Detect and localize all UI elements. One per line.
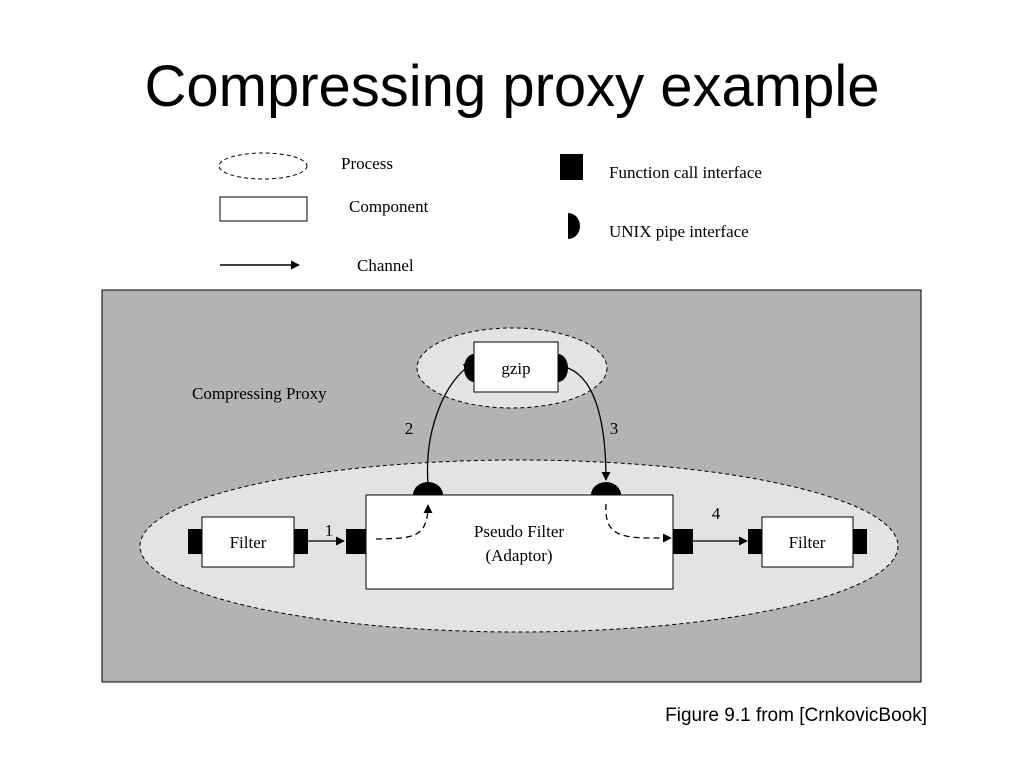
channel-label-2: 2: [405, 419, 414, 438]
pseudo-filter-output-port-icon: [673, 529, 693, 554]
channel-2-arrow: [426, 363, 473, 485]
gzip-label: gzip: [501, 359, 530, 378]
legend: Process Component Channel Function call …: [218, 152, 762, 275]
gzip-component: [473, 341, 559, 393]
system-label: Compressing Proxy: [192, 384, 327, 403]
pseudo-filter-label-line2: (Adaptor): [485, 546, 552, 565]
pseudo-filter-pipe-out-icon: [413, 482, 443, 495]
right-filter-component: [761, 516, 854, 568]
right-filter-output-port-icon: [853, 529, 867, 554]
pseudo-filter-component: [365, 494, 674, 590]
slide-title: Compressing proxy example: [144, 54, 880, 119]
left-filter-input-port-icon: [188, 529, 202, 554]
pseudo-filter-label-line1: Pseudo Filter: [474, 522, 565, 541]
legend-component-label: Component: [349, 197, 429, 216]
internal-flow-to-gzip: [375, 504, 433, 540]
left-filter-label: Filter: [230, 533, 267, 552]
channel-label-1: 1: [325, 521, 334, 540]
pseudo-filter-pipe-in-icon: [591, 482, 621, 495]
left-filter-output-port-icon: [294, 529, 308, 554]
internal-flow-from-gzip: [605, 503, 672, 543]
right-filter-label: Filter: [789, 533, 826, 552]
pseudo-filter-input-port-icon: [346, 529, 366, 554]
channel-3-arrow: [567, 367, 611, 481]
legend-component-symbol: [219, 196, 308, 222]
legend-unix-pipe-label: UNIX pipe interface: [609, 222, 749, 241]
legend-function-call-label: Function call interface: [609, 163, 762, 182]
channel-label-3: 3: [610, 419, 619, 438]
channel-label-4: 4: [712, 504, 721, 523]
legend-function-call-symbol: [560, 154, 583, 180]
legend-unix-pipe-symbol: [568, 213, 580, 239]
figure-caption: Figure 9.1 from [CrnkovicBook]: [665, 705, 927, 726]
gzip-output-pipe-icon: [558, 354, 568, 382]
legend-process-label: Process: [341, 154, 393, 173]
right-filter-input-port-icon: [748, 529, 762, 554]
legend-channel-label: Channel: [357, 256, 414, 275]
legend-process-symbol: [218, 152, 308, 180]
